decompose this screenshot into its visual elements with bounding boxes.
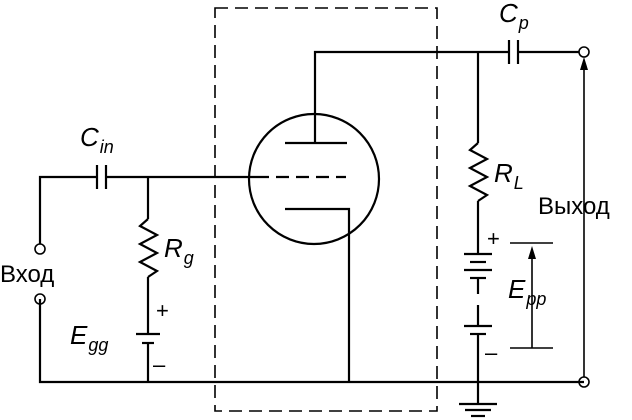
- output-terminal-top: [578, 46, 590, 58]
- epp-minus-sign: –: [485, 340, 498, 365]
- input-wire: [38, 175, 97, 244]
- label-input: Вход: [0, 261, 54, 288]
- ground-bus-wire: [38, 299, 584, 384]
- epp-plus-sign: +: [487, 226, 500, 251]
- tube-cathode: [285, 207, 351, 382]
- label-cp: Cp: [499, 0, 529, 33]
- label-cin: Cin: [80, 122, 114, 157]
- rl-resistor: [467, 142, 490, 202]
- egg-plus-sign: +: [156, 298, 169, 323]
- rg-resistor: [137, 218, 160, 278]
- input-terminal-bottom: [34, 293, 46, 305]
- label-epp: Epp: [508, 274, 546, 309]
- epp-arrow-head: [528, 246, 536, 259]
- label-egg: Egg: [70, 320, 108, 355]
- egg-minus-sign: –: [153, 352, 166, 377]
- plate-lead-wire: [313, 50, 509, 143]
- input-terminal-top: [34, 243, 46, 255]
- label-rg: Rg: [164, 233, 194, 268]
- label-rl: RL: [494, 158, 524, 193]
- tube-enclosure-dashed-box: [214, 7, 438, 412]
- label-output: Выход: [538, 193, 610, 220]
- output-arrow-head: [580, 57, 588, 70]
